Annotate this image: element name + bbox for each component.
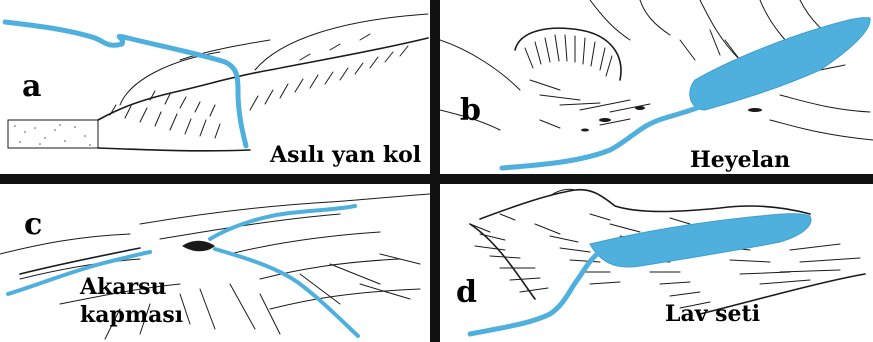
panel-d: d Lav seti bbox=[440, 184, 873, 342]
valley-floor-dots bbox=[14, 124, 91, 146]
lava-dammed-lake bbox=[590, 214, 811, 267]
panel-a-caption: Asılı yan kol bbox=[270, 143, 421, 168]
panel-c-caption-line-2: kapması bbox=[80, 302, 183, 330]
panel-d-sketch bbox=[440, 184, 873, 342]
captured-headwater bbox=[215, 249, 358, 336]
panel-a: a Asılı yan kol bbox=[0, 0, 430, 174]
panel-d-letter: d bbox=[456, 278, 477, 308]
panel-b-letter: b bbox=[460, 96, 481, 126]
terrain-lines bbox=[0, 194, 430, 339]
panel-b: b Heyelan bbox=[440, 0, 873, 174]
landslide-debris bbox=[581, 106, 762, 132]
panel-b-caption: Heyelan bbox=[690, 148, 790, 173]
slope-hatching bbox=[110, 34, 408, 138]
river bbox=[502, 100, 715, 168]
river-below-dam bbox=[470, 252, 600, 334]
volcano-outline bbox=[480, 190, 810, 219]
panel-c-caption-line-1: Akarsu bbox=[80, 274, 183, 302]
panel-b-sketch bbox=[440, 0, 873, 174]
capture-col bbox=[182, 241, 215, 252]
panel-c-sketch bbox=[0, 184, 430, 342]
panel-c-caption: Akarsu kapması bbox=[80, 274, 183, 329]
panel-c: c Akarsu kapması bbox=[0, 184, 430, 342]
panel-d-caption: Lav seti bbox=[665, 302, 760, 327]
panel-c-letter: c bbox=[24, 210, 42, 240]
panel-a-letter: a bbox=[22, 72, 41, 102]
landslide-hatching bbox=[525, 35, 650, 128]
